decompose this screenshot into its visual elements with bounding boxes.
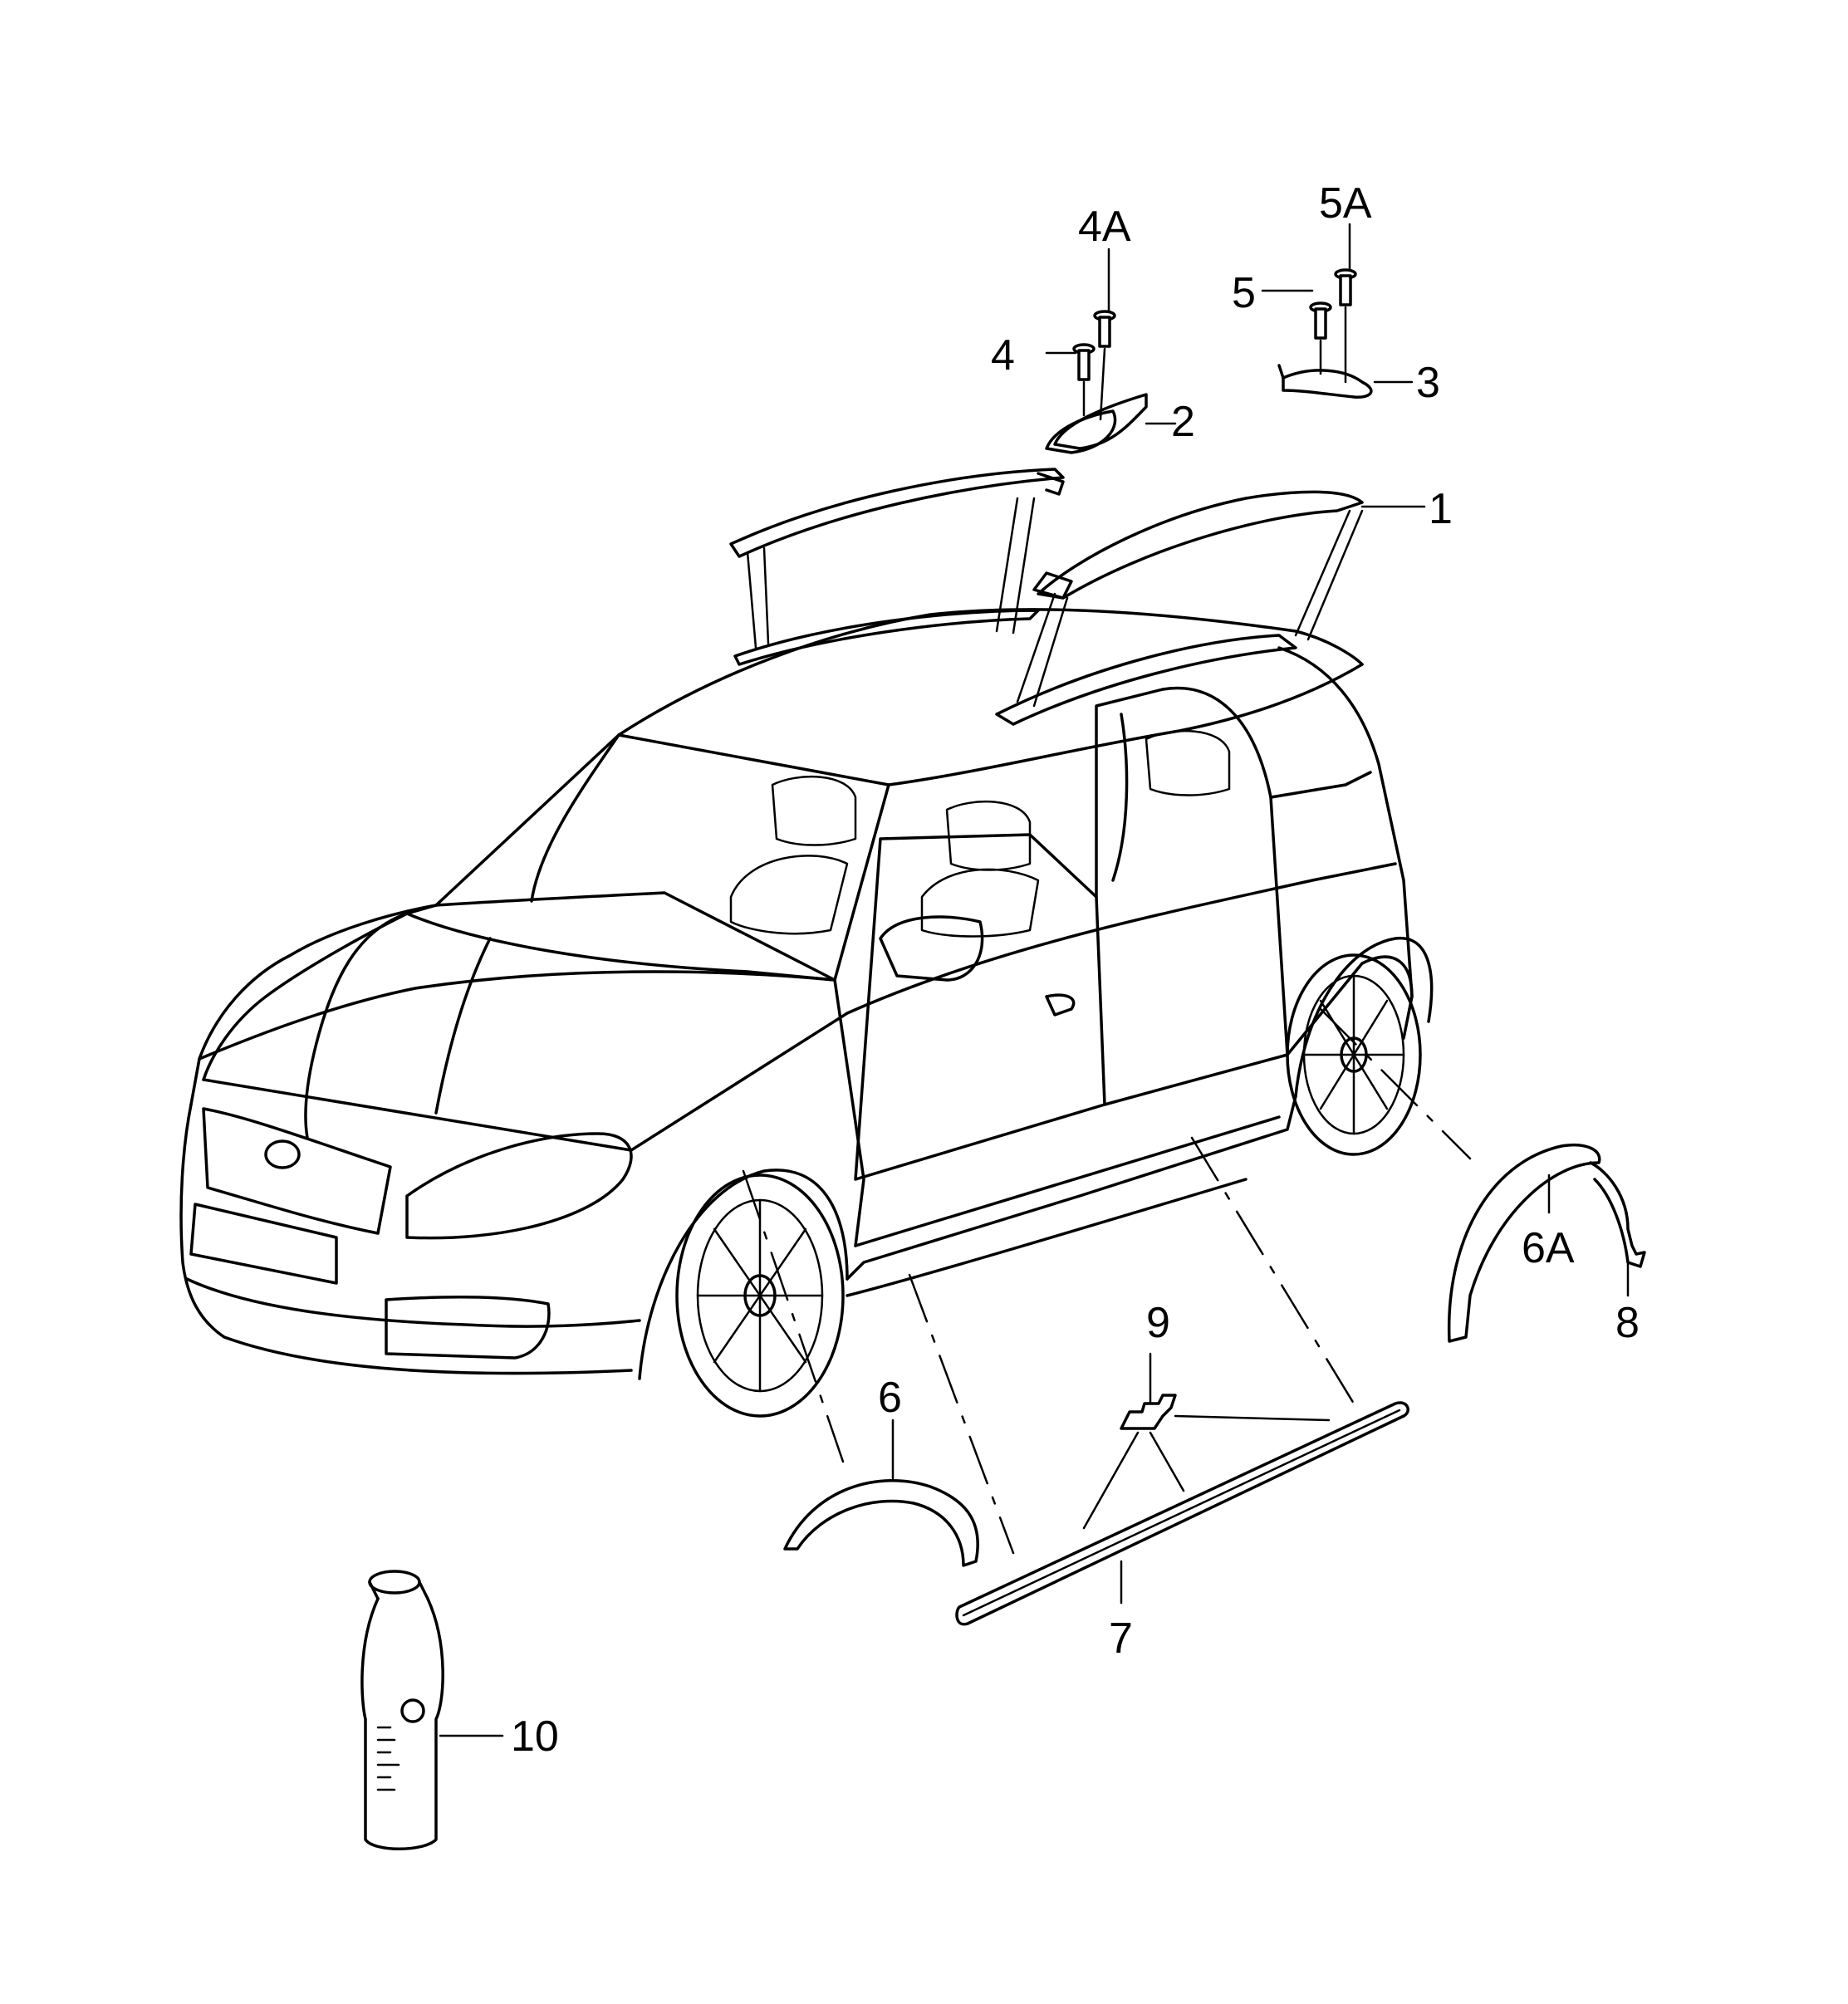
leader-lines [439,223,1630,1737]
front-wheel [675,1173,845,1418]
car-illustration [179,608,1434,1418]
callout-labels: 1 2 3 4 4A 5 5A 6 6A 7 8 9 10 [511,179,1640,1761]
part-6-wheel-arch-trim [783,1478,979,1567]
callout-2: 2 [1171,398,1195,446]
callout-3: 3 [1416,359,1440,407]
callout-4a: 4A [1078,203,1131,251]
part-7-sill-moulding [955,1401,1409,1626]
part-1-roof-rail [729,468,1364,708]
part-9-clip [1082,1394,1331,1530]
callout-8: 8 [1615,1299,1640,1347]
fastener-4a [1093,310,1116,421]
construction-lines [742,1007,1472,1555]
part-3-end-cap [1277,364,1373,399]
callout-6: 6 [878,1374,902,1422]
part-6a-wheel-arch-trim [1447,1144,1601,1343]
rear-wheel [1286,953,1422,1156]
fastener-4 [1072,343,1096,417]
callout-5: 5 [1232,269,1256,317]
callout-1: 1 [1429,485,1453,533]
callout-5a: 5A [1319,179,1372,228]
callout-7: 7 [1109,1614,1133,1663]
part-10-adhesive-bottle [360,1570,444,1850]
callout-10: 10 [511,1712,559,1761]
part-2-end-cap [1045,393,1148,454]
part-8-trim-end [1589,1161,1646,1268]
callout-4: 4 [991,331,1015,380]
callout-6a: 6A [1522,1224,1575,1272]
callout-9: 9 [1146,1299,1170,1347]
fastener-5 [1309,301,1332,375]
fastener-5a [1334,268,1357,384]
